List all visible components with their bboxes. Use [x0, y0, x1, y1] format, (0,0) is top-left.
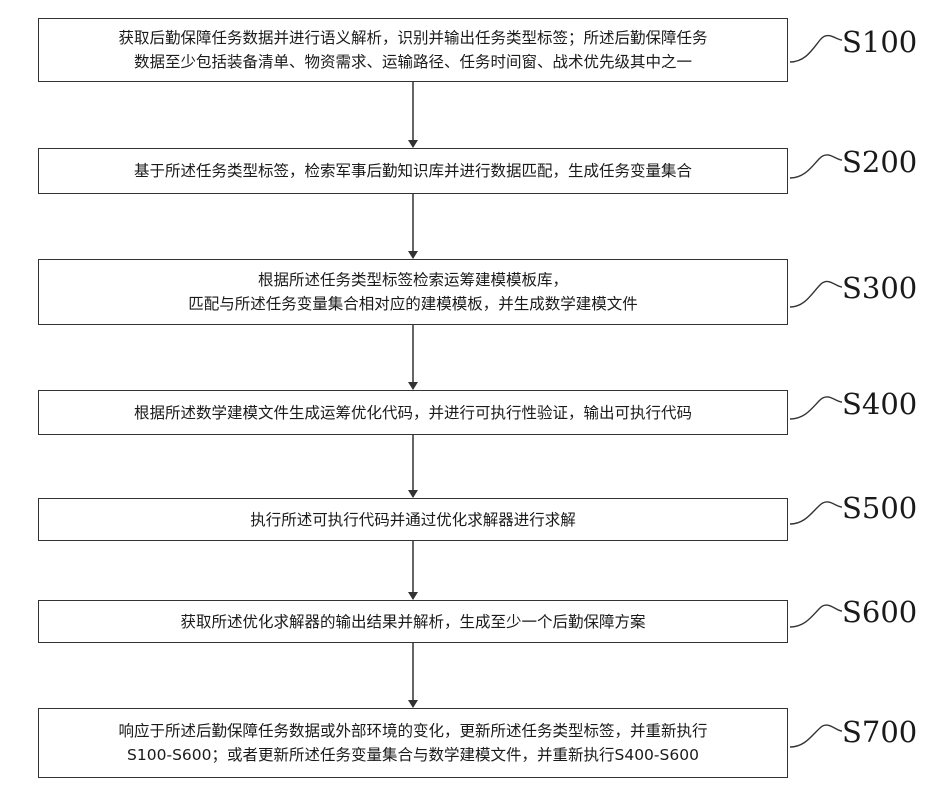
- step-box-s100: 获取后勤保障任务数据并进行语义解析，识别并输出任务类型标签；所述后勤保障任务 数…: [38, 18, 788, 82]
- leader-s700: [790, 725, 842, 747]
- leader-s400: [790, 397, 842, 419]
- step-label-s500: S500: [842, 494, 917, 523]
- step-text-line: 根据所述数学建模文件生成运筹优化代码，并进行可执行性验证，输出可执行代码: [134, 401, 692, 425]
- step-text-line: 响应于所述后勤保障任务数据或外部环境的变化，更新所述任务类型标签，并重新执行: [118, 719, 707, 743]
- step-text-line: 数据至少包括装备清单、物资需求、运输路径、任务时间窗、战术优先级其中之一: [134, 50, 692, 74]
- leader-s300: [790, 281, 842, 307]
- step-label-s600: S600: [842, 598, 917, 627]
- step-label-s400: S400: [842, 390, 917, 419]
- step-text-line: 执行所述可执行代码并通过优化求解器进行求解: [250, 508, 576, 532]
- step-box-s600: 获取所述优化求解器的输出结果并解析，生成至少一个后勤保障方案: [38, 600, 788, 643]
- leader-s200: [790, 155, 842, 178]
- step-box-s500: 执行所述可执行代码并通过优化求解器进行求解: [38, 498, 788, 541]
- leader-s500: [790, 502, 842, 524]
- step-text-line: S100-S600；或者更新所述任务变量集合与数学建模文件，并重新执行S400-…: [127, 743, 699, 767]
- step-label-s300: S300: [842, 274, 917, 303]
- leader-s600: [790, 605, 842, 627]
- step-label-s200: S200: [842, 148, 917, 177]
- step-text-line: 匹配与所述任务变量集合相对应的建模模板，并生成数学建模文件: [188, 292, 638, 316]
- step-text-line: 根据所述任务类型标签检索运筹建模模板库，: [258, 268, 568, 292]
- step-box-s300: 根据所述任务类型标签检索运筹建模模板库， 匹配与所述任务变量集合相对应的建模模板…: [38, 259, 788, 325]
- leader-s100: [790, 36, 842, 62]
- step-label-s700: S700: [842, 718, 917, 747]
- step-text-line: 基于所述任务类型标签，检索军事后勤知识库并进行数据匹配，生成任务变量集合: [134, 159, 692, 183]
- step-box-s400: 根据所述数学建模文件生成运筹优化代码，并进行可执行性验证，输出可执行代码: [38, 390, 788, 435]
- step-label-s100: S100: [842, 28, 917, 57]
- step-text-line: 获取后勤保障任务数据并进行语义解析，识别并输出任务类型标签；所述后勤保障任务: [118, 26, 707, 50]
- step-box-s200: 基于所述任务类型标签，检索军事后勤知识库并进行数据匹配，生成任务变量集合: [38, 148, 788, 194]
- step-box-s700: 响应于所述后勤保障任务数据或外部环境的变化，更新所述任务类型标签，并重新执行 S…: [38, 708, 788, 778]
- step-text-line: 获取所述优化求解器的输出结果并解析，生成至少一个后勤保障方案: [180, 610, 645, 634]
